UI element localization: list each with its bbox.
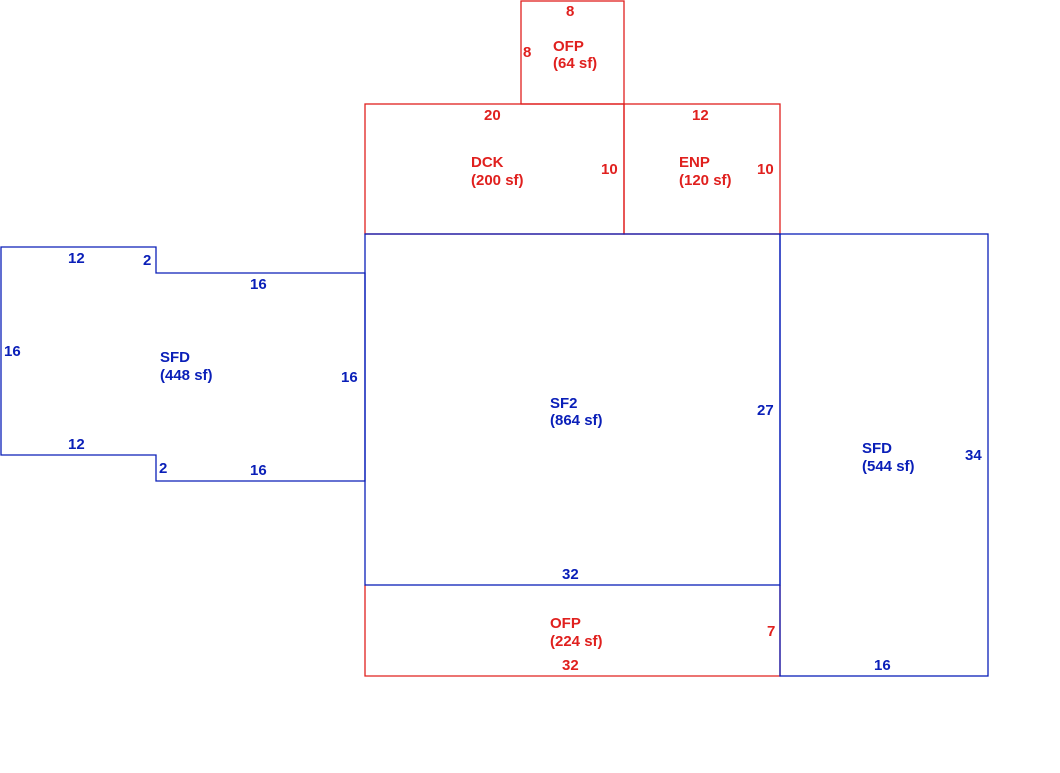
sf2-code: SF2 <box>550 395 578 412</box>
sfd-right-outline <box>779 233 989 677</box>
dim-sfd-right-height: 34 <box>965 447 982 464</box>
dim-enp-width: 12 <box>692 107 709 124</box>
dim-sfd-left-top-right: 16 <box>250 276 267 293</box>
dim-ofp-top-width: 8 <box>566 3 574 20</box>
dim-ofp-top-height: 8 <box>523 44 531 61</box>
dim-sfd-left-top: 12 <box>68 250 85 267</box>
sfd-right-size: (544 sf) <box>862 458 915 475</box>
dck-code: DCK <box>471 154 504 171</box>
dim-sfd-left-right: 16 <box>341 369 358 386</box>
dim-sfd-right-width: 16 <box>874 657 891 674</box>
dck-size: (200 sf) <box>471 172 524 189</box>
ofp-top-size: (64 sf) <box>553 55 597 72</box>
dim-sfd-left-bottom: 12 <box>68 436 85 453</box>
sfd-left-code: SFD <box>160 349 190 366</box>
dim-sf2-height: 27 <box>757 402 774 419</box>
dim-dck-height: 10 <box>601 161 618 178</box>
dim-sfd-left-notch-bottom: 2 <box>159 460 167 477</box>
area-labels: OFP (64 sf) DCK (200 sf) ENP (120 sf) SF… <box>160 38 915 650</box>
dim-sfd-left-left: 16 <box>4 343 21 360</box>
dimension-labels: 8 8 20 10 12 10 12 2 16 16 16 12 2 16 27… <box>4 3 982 674</box>
sf2-size: (864 sf) <box>550 412 603 429</box>
enp-code: ENP <box>679 154 710 171</box>
enp-size: (120 sf) <box>679 172 732 189</box>
dim-sfd-left-bottom-right: 16 <box>250 462 267 479</box>
ofp-top-code: OFP <box>553 38 584 55</box>
ofp-bottom-code: OFP <box>550 615 581 632</box>
dim-sfd-left-notch-top: 2 <box>143 252 151 269</box>
living-outlines <box>0 233 989 677</box>
dim-sf2-width: 32 <box>562 566 579 583</box>
ofp-bottom-size: (224 sf) <box>550 633 603 650</box>
dim-enp-height: 10 <box>757 161 774 178</box>
sfd-left-size: (448 sf) <box>160 367 213 384</box>
sfd-right-code: SFD <box>862 440 892 457</box>
dim-ofp-bottom-height: 7 <box>767 623 775 640</box>
dim-dck-width: 20 <box>484 107 501 124</box>
dim-ofp-bottom-width: 32 <box>562 657 579 674</box>
